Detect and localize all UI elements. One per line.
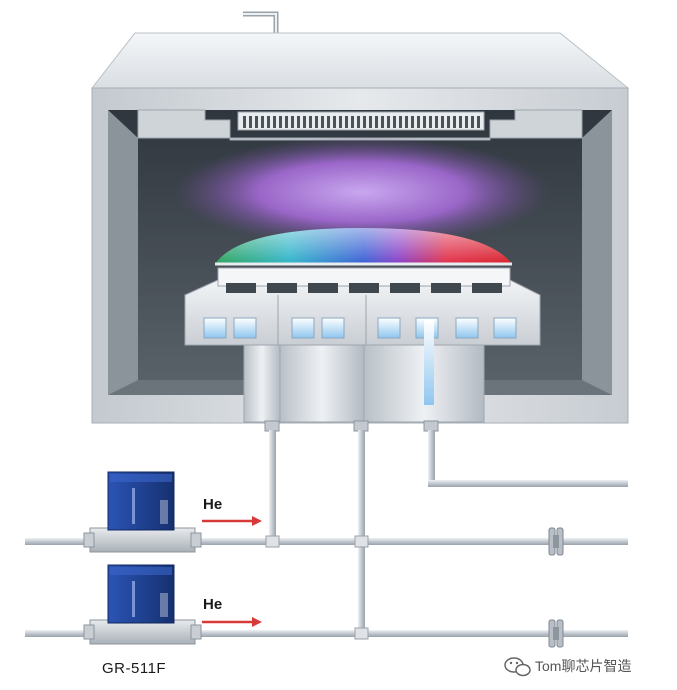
- cooling-window: [493, 317, 517, 339]
- showerhead: [237, 111, 485, 131]
- chuck-slot: [431, 283, 461, 293]
- showerhead-hole: [453, 116, 456, 128]
- showerhead-hole: [261, 116, 264, 128]
- wafer: [215, 228, 512, 266]
- showerhead-hole: [387, 116, 390, 128]
- wechat-icon: [504, 657, 531, 677]
- cooling-window: [291, 317, 315, 339]
- showerhead-hole: [339, 116, 342, 128]
- plasma-glow: [174, 137, 550, 247]
- showerhead-hole: [363, 116, 366, 128]
- showerhead-hole: [423, 116, 426, 128]
- chuck-slot: [390, 283, 420, 293]
- watermark-text: Tom聊芯片智造: [535, 658, 631, 674]
- showerhead-hole: [393, 116, 396, 128]
- mass-flow-controller-upper: [83, 471, 202, 553]
- wafer-pedestal: [184, 267, 541, 423]
- cooling-window: [377, 317, 401, 339]
- showerhead-hole: [405, 116, 408, 128]
- showerhead-hole: [267, 116, 270, 128]
- showerhead-hole: [279, 116, 282, 128]
- showerhead-hole: [255, 116, 258, 128]
- showerhead-hole: [333, 116, 336, 128]
- showerhead-hole: [477, 116, 480, 128]
- showerhead-hole: [327, 116, 330, 128]
- showerhead-hole: [375, 116, 378, 128]
- cooling-window: [321, 317, 345, 339]
- showerhead-hole: [249, 116, 252, 128]
- showerhead-hole: [399, 116, 402, 128]
- isolation-valve-lower: [548, 619, 564, 648]
- mfc-model-label: GR-511F: [102, 660, 166, 677]
- flow-arrow-upper: [202, 516, 262, 526]
- showerhead-hole: [417, 116, 420, 128]
- showerhead-hole: [273, 116, 276, 128]
- cooling-window: [233, 317, 257, 339]
- showerhead-hole: [429, 116, 432, 128]
- showerhead-hole: [459, 116, 462, 128]
- showerhead-hole: [285, 116, 288, 128]
- showerhead-hole: [465, 116, 468, 128]
- showerhead-hole: [297, 116, 300, 128]
- showerhead-hole: [351, 116, 354, 128]
- gas-label-lower: He: [203, 596, 222, 613]
- gas-label-upper: He: [203, 496, 222, 513]
- showerhead-hole: [291, 116, 294, 128]
- mass-flow-controller-lower: [83, 564, 202, 645]
- showerhead-hole: [345, 116, 348, 128]
- cooling-window: [455, 317, 479, 339]
- showerhead-hole: [369, 116, 372, 128]
- showerhead-hole: [357, 116, 360, 128]
- watermark: Tom聊芯片智造: [504, 657, 631, 677]
- chuck-slot: [308, 283, 338, 293]
- showerhead-hole: [243, 116, 246, 128]
- showerhead-hole: [435, 116, 438, 128]
- chuck-slot: [226, 283, 256, 293]
- showerhead-hole: [447, 116, 450, 128]
- showerhead-hole: [411, 116, 414, 128]
- chuck-slot: [349, 283, 379, 293]
- gas-line-network: [25, 430, 628, 640]
- flow-arrow-lower: [202, 617, 262, 627]
- cooling-window: [203, 317, 227, 339]
- showerhead-hole: [441, 116, 444, 128]
- showerhead-hole: [321, 116, 324, 128]
- showerhead-hole: [303, 116, 306, 128]
- showerhead-hole: [381, 116, 384, 128]
- chuck-slot: [267, 283, 297, 293]
- showerhead-hole: [315, 116, 318, 128]
- showerhead-hole: [309, 116, 312, 128]
- chuck-slot: [472, 283, 502, 293]
- showerhead-hole: [471, 116, 474, 128]
- isolation-valve-upper: [548, 527, 564, 556]
